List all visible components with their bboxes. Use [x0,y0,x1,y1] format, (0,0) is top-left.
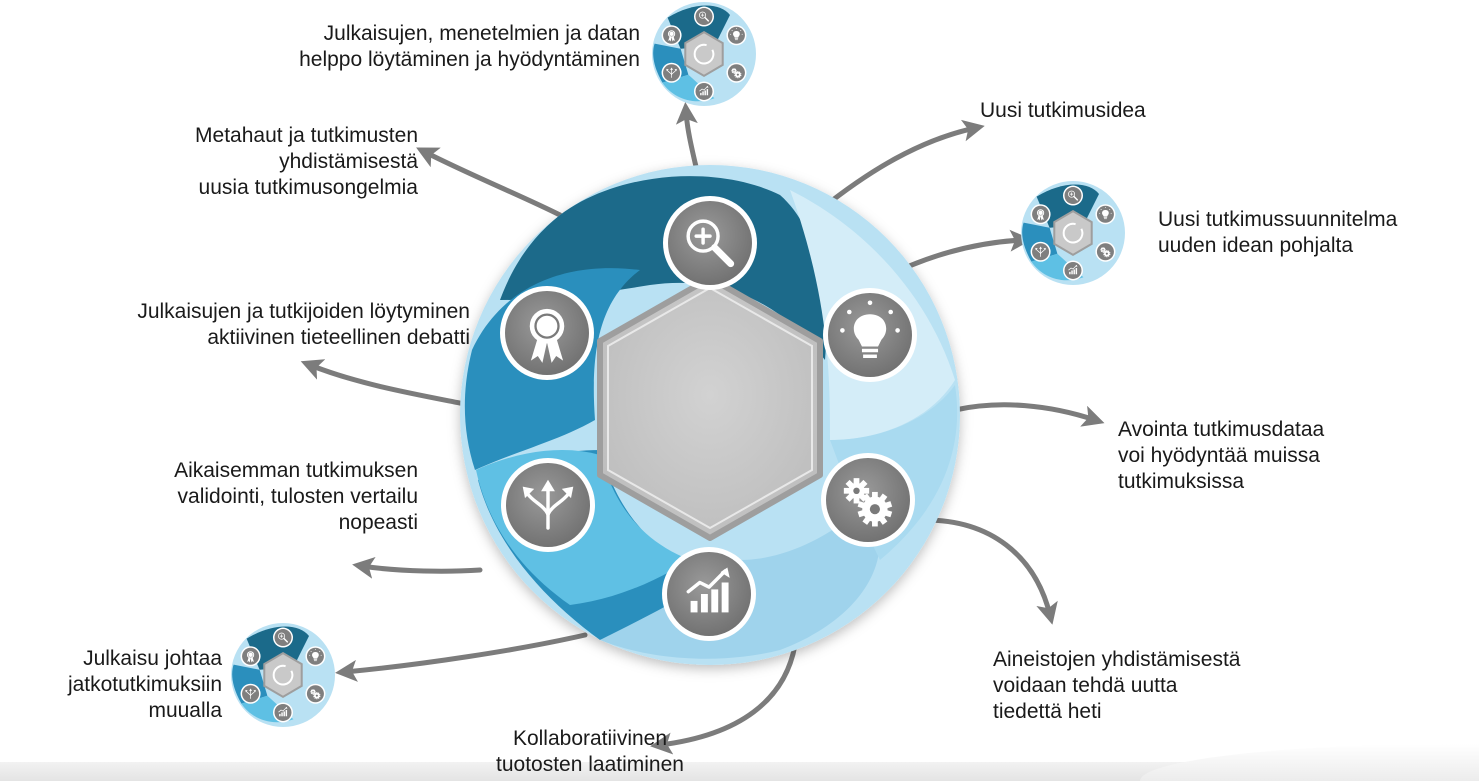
center-hexagon [597,275,823,541]
award-ribbon-icon [240,646,261,667]
split-arrows-icon [661,62,682,83]
labels: Julkaisujen, menetelmien ja datan helppo … [67,22,1398,776]
ground-shadow [0,762,1479,781]
magnifier-plus-icon [273,627,293,648]
label-line: voidaan tehdä uutta [993,674,1178,697]
label-new-plan: Uusi tutkimussuunnitelma uuden idean pohj… [1158,208,1398,257]
magnifier-plus-icon [694,6,714,27]
mini-cycle-icon [1021,181,1125,285]
arrows [300,102,1105,755]
gears-icon [305,683,326,704]
label-findability: Julkaisujen, menetelmien ja datan helppo … [299,22,640,71]
label-line: nopeasti [339,511,418,534]
growth-chart-icon [273,702,293,723]
award-ribbon-icon [661,25,682,46]
stage-icons [500,196,917,641]
label-line: Uusi tutkimusidea [980,99,1146,122]
label-line: Julkaisu johtaa [83,647,222,670]
label-line: helppo löytäminen ja hyödyntäminen [299,48,640,71]
gears-icon [821,453,915,547]
label-combining: Aineistojen yhdistämisestä voidaan tehdä … [993,648,1241,723]
split-arrows-icon [240,683,261,704]
arrow-validation [352,557,483,579]
lightbulb-icon [726,25,747,46]
label-line: Aineistojen yhdistämisestä [993,648,1241,671]
label-line: tuotosten laatiminen [496,753,684,776]
label-line: validointi, tulosten vertailu [178,485,418,508]
label-line: tiedettä heti [993,700,1102,723]
arrow-open-data [952,402,1105,427]
label-line: Aikaisemman tutkimuksen [174,459,418,482]
label-collaboration: Kollaboratiivinen tuotosten laatiminen [496,727,684,776]
split-arrows-icon [501,458,595,552]
label-validation: Aikaisemman tutkimuksen validointi, tulos… [174,459,418,534]
arrow-debate [300,359,473,408]
mini-cycle-icon [231,623,335,727]
arrow-collaboration [650,642,798,755]
magnifier-plus-icon [1063,185,1083,206]
lightbulb-icon [305,646,326,667]
label-line: uusia tutkimusongelmia [199,176,419,199]
label-line: Avointa tutkimusdataa [1118,418,1325,441]
award-ribbon-icon [500,286,594,380]
label-continuation: Julkaisu johtaa jatkotutkimuksiin muualla [67,647,222,722]
gears-icon [1095,241,1116,262]
gears-icon [726,62,747,83]
arrow-new-idea [817,119,985,213]
label-line: tutkimuksissa [1118,470,1244,493]
label-line: yhdistämisestä [279,150,418,173]
growth-chart-icon [662,547,756,641]
label-line: Metahaut ja tutkimusten [195,124,418,147]
label-line: Uusi tutkimussuunnitelma [1158,208,1398,231]
award-ribbon-icon [1030,204,1051,225]
arrow-new-plan [897,229,1032,273]
growth-chart-icon [694,81,714,102]
label-metasearch: Metahaut ja tutkimusten yhdistämisestä uus… [195,124,418,199]
label-debate: Julkaisujen ja tutkijoiden löytyminen akt… [137,300,470,349]
mini-cycles [231,2,1125,727]
lightbulb-icon [823,288,917,382]
label-line: uuden idean pohjalta [1158,234,1353,257]
lightbulb-icon [1095,204,1116,225]
label-line: jatkotutkimuksiin [67,673,222,696]
label-line: aktiivinen tieteellinen debatti [207,326,470,349]
magnifier-plus-icon [663,196,757,290]
label-new-idea: Uusi tutkimusidea [980,99,1146,122]
label-line: Julkaisujen ja tutkijoiden löytyminen [137,300,470,323]
arrow-continuation [335,632,588,682]
label-open-data: Avointa tutkimusdataa voi hyödyntää muiss… [1118,418,1325,493]
label-line: muualla [148,699,222,722]
arrow-metasearch [416,147,563,218]
label-line: voi hyödyntää muissa [1118,444,1320,467]
split-arrows-icon [1030,241,1051,262]
label-line: Julkaisujen, menetelmien ja datan [324,22,640,45]
arrow-combining [922,517,1058,625]
label-line: Kollaboratiivinen [513,727,667,750]
growth-chart-icon [1063,260,1083,281]
mini-cycle-icon [652,2,756,106]
